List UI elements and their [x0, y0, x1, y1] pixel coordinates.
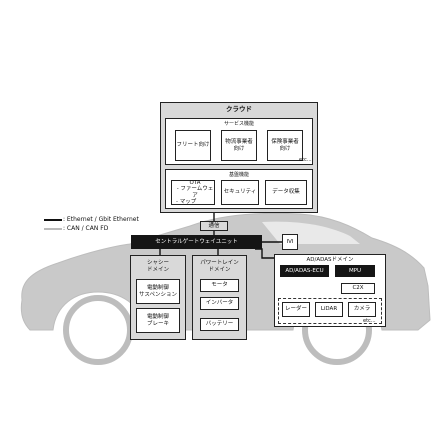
ivi-box: IVI [282, 234, 298, 250]
adas-title: AD/ADASドメイン [306, 257, 354, 263]
data-collection-label: データ収集 [272, 189, 300, 196]
service-item-label: フリート向け [176, 142, 210, 149]
legend-ethernet: : Ethernet / Gbit Ethernet [63, 216, 139, 223]
motor-label: モータ [211, 282, 228, 289]
ota-title: OTA [189, 179, 201, 186]
lidar-box: LiDAR [315, 302, 343, 317]
adas-ecu-box: AD/ADAS-ECU [280, 265, 329, 277]
adas-ecu-label: AD/ADAS-ECU [285, 267, 324, 274]
cloud-panel: クラウド サービス機能 フリート向け 物流事業者 向け 保険事業者 向け etc… [160, 102, 318, 213]
lidar-label: LiDAR [320, 306, 338, 313]
powertrain-domain-panel: パワートレイン ドメイン モータ インバータ バッテリー [192, 255, 247, 340]
service-title: サービス機能 [223, 121, 254, 127]
battery-label: バッテリー [205, 321, 234, 328]
service-item-logistics: 物流事業者 向け [221, 130, 257, 161]
data-collection-box: データ収集 [265, 180, 307, 205]
service-item-insurance: 保険事業者 向け [267, 130, 303, 161]
inverter-box: インバータ [200, 297, 239, 310]
camera-label: カメラ [353, 306, 371, 313]
mpu-label: MPU [348, 267, 362, 274]
ota-box: OTA - ファームウェア - マップ [171, 180, 215, 205]
base-title: 基盤機能 [228, 172, 249, 178]
legend-can: : CAN / CAN FD [63, 225, 109, 232]
service-item-fleet: フリート向け [175, 130, 211, 161]
radar-label: レーダー [284, 306, 307, 313]
chassis-suspension-box: 電動制御 サスペンション [136, 279, 180, 304]
sensors-etc: etc... [363, 318, 376, 324]
security-label: セキュリティ [223, 189, 257, 196]
mpu-box: MPU [335, 265, 375, 277]
chassis-domain-panel: シャシー ドメイン 電動制御 サスペンション 電動制御 ブレーキ [130, 255, 186, 340]
brake-label: 電動制御 ブレーキ [146, 314, 169, 327]
chassis-brake-box: 電動制御 ブレーキ [136, 308, 180, 333]
ivi-label: IVI [286, 238, 294, 245]
cloud-title: クラウド [226, 105, 252, 113]
central-gateway-box: セントラルゲートウェイユニット [131, 235, 262, 249]
radar-box: レーダー [282, 302, 310, 317]
base-panel: 基盤機能 OTA - ファームウェア - マップ セキュリティ データ収集 [165, 169, 313, 209]
service-etc: etc... [299, 157, 312, 163]
chassis-title: シャシー ドメイン [146, 260, 169, 273]
c2x-box: C2X [341, 283, 375, 294]
battery-box: バッテリー [200, 318, 239, 331]
c2x-label: C2X [352, 285, 364, 292]
comm-box: 通信 [200, 221, 228, 231]
inverter-label: インバータ [205, 300, 234, 307]
service-item-label: 物流事業者 向け [225, 139, 253, 152]
gateway-label: セントラルゲートウェイユニット [155, 238, 238, 245]
sensors-group: レーダー LiDAR カメラ etc... [278, 298, 382, 324]
service-item-label: 保険事業者 向け [271, 139, 299, 152]
powertrain-title: パワートレイン ドメイン [200, 260, 239, 273]
security-box: セキュリティ [221, 180, 259, 205]
adas-domain-panel: AD/ADASドメイン AD/ADAS-ECU MPU C2X レーダー LiD… [274, 254, 386, 327]
service-panel: サービス機能 フリート向け 物流事業者 向け 保険事業者 向け etc... [165, 118, 313, 165]
camera-box: カメラ [348, 302, 376, 317]
ota-map: - マップ [176, 199, 197, 205]
comm-label: 通信 [208, 222, 220, 229]
motor-box: モータ [200, 279, 239, 292]
ota-firmware: - ファームウェア [176, 186, 214, 199]
suspension-label: 電動制御 サスペンション [138, 285, 177, 298]
